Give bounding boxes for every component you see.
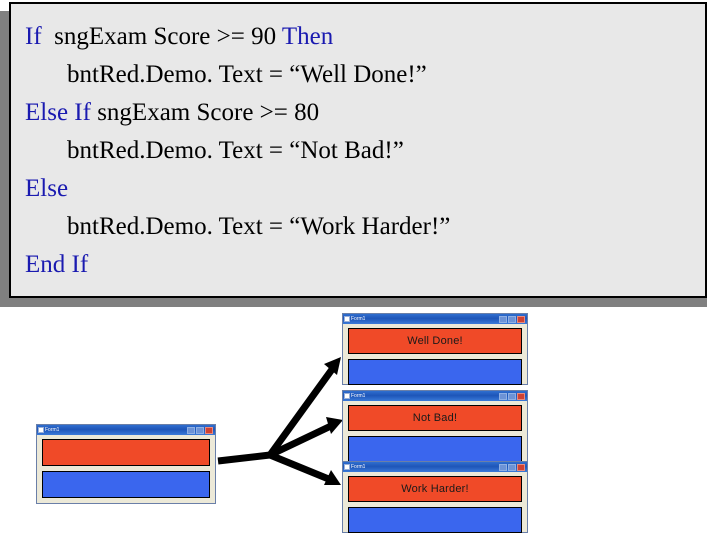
- window-controls[interactable]: [499, 463, 526, 471]
- window-body: Work Harder!: [343, 472, 527, 538]
- close-icon[interactable]: [517, 315, 525, 323]
- code-text: sngExam Score >= 80: [97, 99, 320, 126]
- code-text: sngExam Score >= 90: [54, 23, 282, 50]
- code-keyword: Else If: [25, 99, 98, 126]
- minimize-icon[interactable]: [499, 463, 507, 471]
- blue-demo-button[interactable]: [348, 436, 522, 462]
- code-keyword: Else: [25, 175, 69, 202]
- titlebar[interactable]: Form1: [343, 391, 527, 401]
- minimize-icon[interactable]: [187, 426, 195, 434]
- window-body: Not Bad!: [343, 401, 527, 467]
- window-title: Form1: [351, 464, 366, 470]
- window-body: [37, 435, 215, 503]
- code-line: bntRed.Demo. Text = “Well Done!”: [25, 56, 705, 94]
- code-lines: If sngExam Score >= 90 Then bntRed.Demo. …: [25, 18, 705, 284]
- minimize-icon[interactable]: [499, 315, 507, 323]
- titlebar-left: Form1: [38, 427, 59, 433]
- form-window-well-done[interactable]: Form1 Well Done!: [342, 313, 528, 385]
- form-window-work-harder[interactable]: Form1 Work Harder!: [342, 461, 528, 533]
- code-text: bntRed.Demo. Text = “Well Done!”: [67, 61, 427, 88]
- app-icon: [38, 427, 44, 433]
- titlebar-left: Form1: [344, 393, 365, 399]
- code-line: bntRed.Demo. Text = “Not Bad!”: [25, 132, 705, 170]
- close-icon[interactable]: [517, 392, 525, 400]
- code-keyword: Then: [281, 23, 334, 50]
- blue-demo-button[interactable]: [348, 359, 522, 385]
- form-window-not-bad[interactable]: Form1 Not Bad!: [342, 390, 528, 462]
- code-line: Else: [25, 170, 705, 208]
- close-icon[interactable]: [205, 426, 213, 434]
- form-window-initial[interactable]: Form1: [36, 424, 216, 504]
- code-text: bntRed.Demo. Text = “Not Bad!”: [67, 137, 404, 164]
- titlebar-left: Form1: [344, 316, 365, 322]
- window-controls[interactable]: [499, 315, 526, 323]
- app-icon: [344, 464, 350, 470]
- window-title: Form1: [351, 393, 366, 399]
- arrow-to-workharder: [268, 451, 341, 485]
- red-demo-button[interactable]: Well Done!: [348, 328, 522, 354]
- code-line: If sngExam Score >= 90 Then: [25, 18, 705, 56]
- red-demo-button[interactable]: [42, 439, 210, 466]
- red-demo-button[interactable]: Not Bad!: [348, 405, 522, 431]
- window-controls[interactable]: [187, 426, 214, 434]
- titlebar[interactable]: Form1: [343, 462, 527, 472]
- titlebar-left: Form1: [344, 464, 365, 470]
- code-keyword: End If: [25, 251, 89, 278]
- maximize-icon[interactable]: [508, 392, 516, 400]
- minimize-icon[interactable]: [499, 392, 507, 400]
- maximize-icon[interactable]: [508, 315, 516, 323]
- arrow-to-welldone: [217, 357, 341, 465]
- maximize-icon[interactable]: [508, 463, 516, 471]
- app-icon: [344, 393, 350, 399]
- code-line: bntRed.Demo. Text = “Work Harder!”: [25, 208, 705, 246]
- window-title: Form1: [351, 316, 366, 322]
- blue-demo-button[interactable]: [42, 471, 210, 498]
- arrow-to-notbad: [268, 417, 343, 459]
- blue-demo-button[interactable]: [348, 507, 522, 533]
- titlebar[interactable]: Form1: [343, 314, 527, 324]
- titlebar[interactable]: Form1: [37, 425, 215, 435]
- code-line: Else If sngExam Score >= 80: [25, 94, 705, 132]
- red-demo-button[interactable]: Work Harder!: [348, 476, 522, 502]
- app-icon: [344, 316, 350, 322]
- window-controls[interactable]: [499, 392, 526, 400]
- maximize-icon[interactable]: [196, 426, 204, 434]
- code-snippet-box: If sngExam Score >= 90 Then bntRed.Demo. …: [9, 2, 707, 298]
- window-body: Well Done!: [343, 324, 527, 390]
- window-title: Form1: [45, 427, 60, 433]
- code-line: End If: [25, 246, 705, 284]
- code-keyword: If: [25, 23, 55, 50]
- close-icon[interactable]: [517, 463, 525, 471]
- code-text: bntRed.Demo. Text = “Work Harder!”: [67, 213, 451, 240]
